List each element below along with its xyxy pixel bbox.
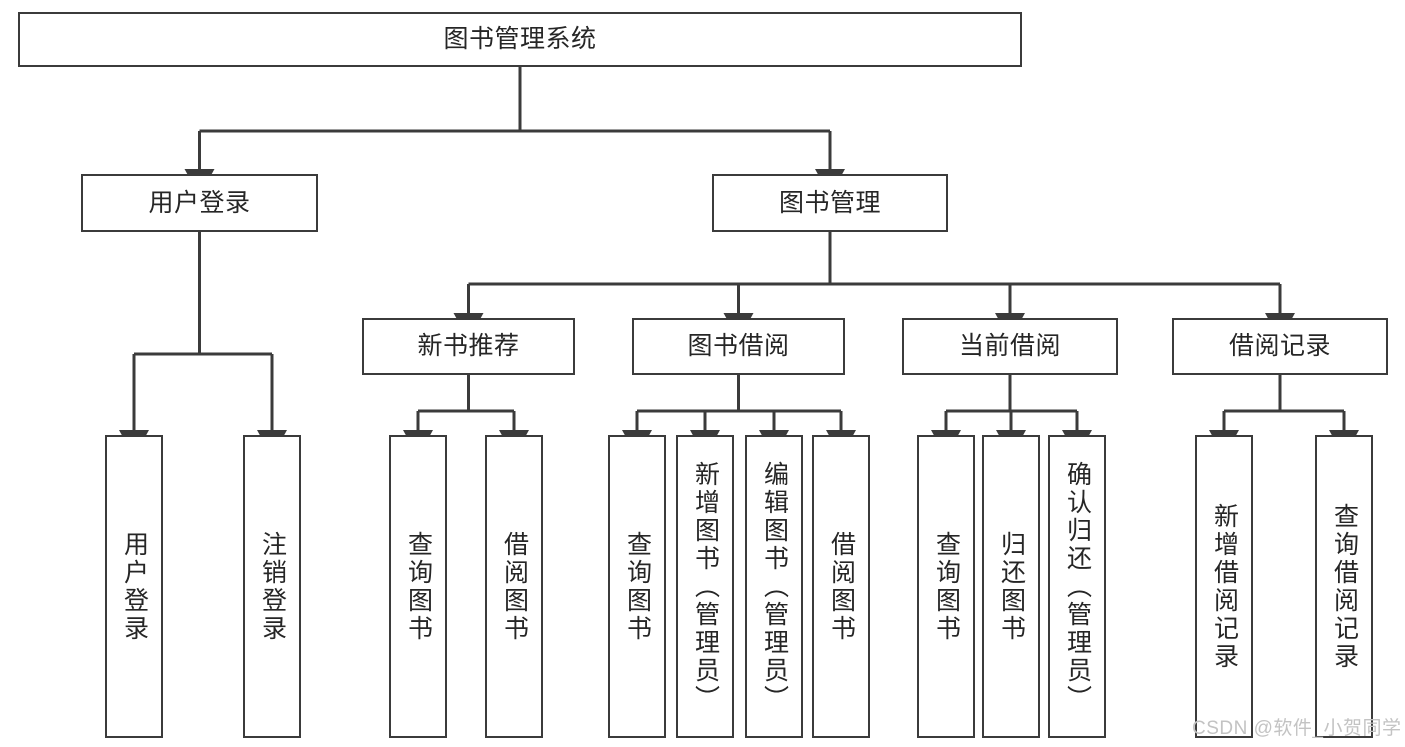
node-label: 查询图书 (623, 530, 652, 643)
node-root[interactable]: 图书管理系统 (18, 12, 1022, 67)
node-borrow-record[interactable]: 借阅记录 (1172, 318, 1388, 375)
node-label: 图书管理系统 (443, 25, 597, 53)
node-leaf-logout[interactable]: 注销登录 (243, 435, 301, 738)
node-label: 查询图书 (932, 530, 961, 643)
node-user-login[interactable]: 用户登录 (81, 174, 318, 232)
node-book-manage[interactable]: 图书管理 (712, 174, 948, 232)
node-leaf-query-3[interactable]: 查询图书 (917, 435, 975, 738)
node-label: 借阅记录 (1228, 332, 1331, 360)
node-label: 当前借阅 (958, 332, 1061, 360)
node-leaf-return[interactable]: 归还图书 (982, 435, 1040, 738)
node-label: 编辑图书（管理员） (760, 460, 789, 713)
node-label: 确认归还（管理员） (1063, 460, 1092, 713)
node-label: 用户登录 (120, 530, 149, 643)
node-leaf-login[interactable]: 用户登录 (105, 435, 163, 738)
csdn-watermark: CSDN @软件_小贺同学 (1192, 718, 1402, 739)
node-label: 图书借阅 (687, 332, 790, 360)
node-leaf-borrow-2[interactable]: 借阅图书 (812, 435, 870, 738)
node-label: 借阅图书 (500, 530, 529, 643)
node-leaf-add-book[interactable]: 新增图书（管理员） (676, 435, 734, 738)
node-current-borrow[interactable]: 当前借阅 (902, 318, 1118, 375)
node-label: 借阅图书 (827, 530, 856, 643)
node-leaf-edit-book[interactable]: 编辑图书（管理员） (745, 435, 803, 738)
node-label: 新书推荐 (417, 332, 520, 360)
node-new-book-rec[interactable]: 新书推荐 (362, 318, 575, 375)
node-label: 归还图书 (997, 530, 1026, 643)
node-label: 查询图书 (404, 530, 433, 643)
node-label: 图书管理 (778, 188, 881, 217)
node-leaf-add-rec[interactable]: 新增借阅记录 (1195, 435, 1253, 738)
node-book-borrow[interactable]: 图书借阅 (632, 318, 845, 375)
node-label: 用户登录 (148, 188, 251, 217)
node-label: 新增图书（管理员） (691, 460, 720, 713)
node-label: 新增借阅记录 (1210, 502, 1239, 671)
node-leaf-query-rec[interactable]: 查询借阅记录 (1315, 435, 1373, 738)
node-label: 查询借阅记录 (1330, 502, 1359, 671)
node-leaf-query-2[interactable]: 查询图书 (608, 435, 666, 738)
node-leaf-query-1[interactable]: 查询图书 (389, 435, 447, 738)
node-leaf-borrow-1[interactable]: 借阅图书 (485, 435, 543, 738)
node-leaf-confirm[interactable]: 确认归还（管理员） (1048, 435, 1106, 738)
node-label: 注销登录 (258, 530, 287, 643)
